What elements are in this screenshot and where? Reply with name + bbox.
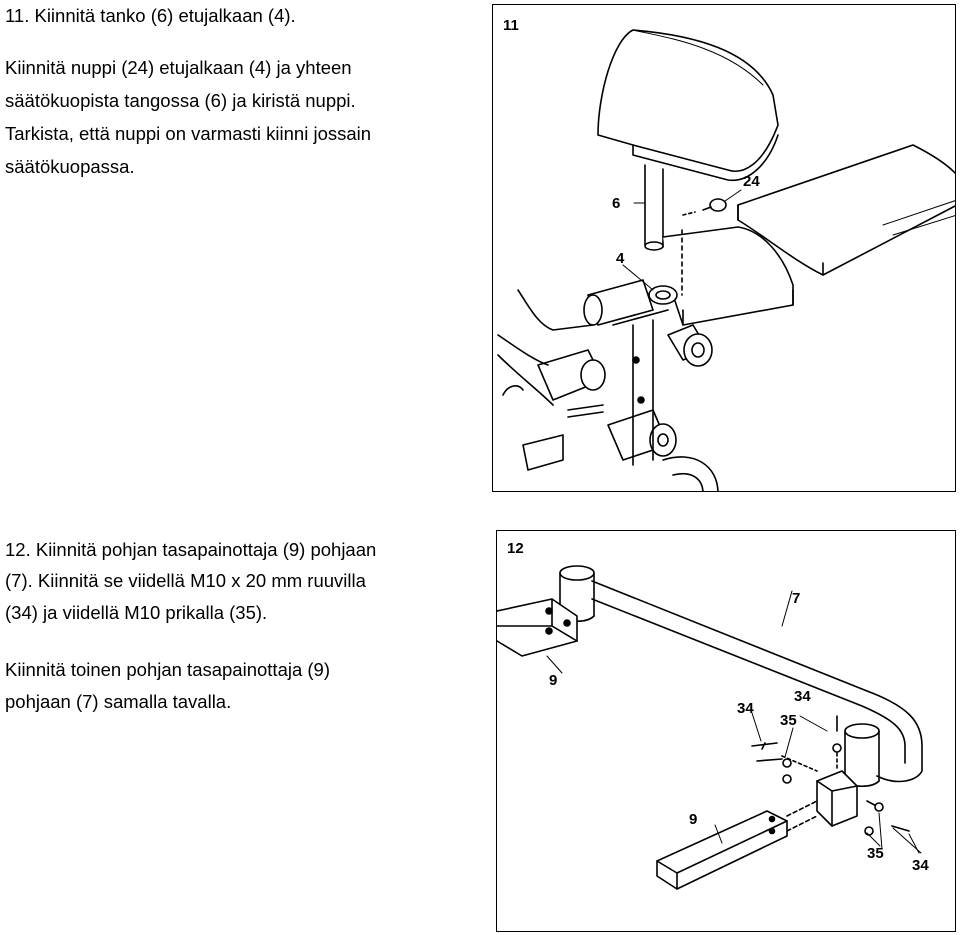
callout-9-left: 9 bbox=[549, 672, 557, 689]
callout-4: 4 bbox=[616, 250, 625, 267]
figure-11-drawing: 24 6 4 bbox=[497, 29, 955, 491]
callout-24: 24 bbox=[743, 173, 760, 190]
step12-line-1: 12. Kiinnitä pohjan tasapainottaja (9) p… bbox=[5, 539, 377, 560]
callout-6: 6 bbox=[612, 195, 620, 212]
figure-12-number: 12 bbox=[507, 540, 524, 557]
callout-35-top: 35 bbox=[780, 712, 797, 729]
callout-9-right: 9 bbox=[689, 811, 697, 828]
figure-12-drawing: 7 9 34 34 35 9 35 34 bbox=[497, 565, 929, 890]
figure-12: 12 bbox=[496, 530, 956, 932]
callout-7: 7 bbox=[792, 590, 800, 607]
step11-line-1: Kiinnitä nuppi (24) etujalkaan (4) ja yh… bbox=[5, 57, 352, 78]
step11-line-2: säätökuopista tangossa (6) ja kiristä nu… bbox=[5, 90, 356, 111]
step12-line-2: (7). Kiinnitä se viidellä M10 x 20 mm ru… bbox=[5, 570, 366, 591]
step12-line-4: Kiinnitä toinen pohjan tasapainottaja (9… bbox=[5, 659, 331, 680]
step12-line-3: (34) ja viidellä M10 prikalla (35). bbox=[5, 602, 268, 623]
step11-heading: 11. Kiinnitä tanko (6) etujalkaan (4). bbox=[5, 5, 296, 26]
callout-34-top: 34 bbox=[794, 688, 811, 705]
callout-34-left: 34 bbox=[737, 700, 754, 717]
callout-34-bottom: 34 bbox=[912, 857, 929, 874]
step11-line-3: Tarkista, että nuppi on varmasti kiinni … bbox=[5, 123, 372, 144]
step12-line-5: pohjaan (7) samalla tavalla. bbox=[5, 691, 232, 712]
figure-11-number: 11 bbox=[503, 17, 519, 34]
step11-line-4: säätökuopassa. bbox=[5, 156, 135, 177]
callout-35-bottom: 35 bbox=[867, 845, 884, 862]
figure-11: 11 bbox=[492, 4, 956, 492]
